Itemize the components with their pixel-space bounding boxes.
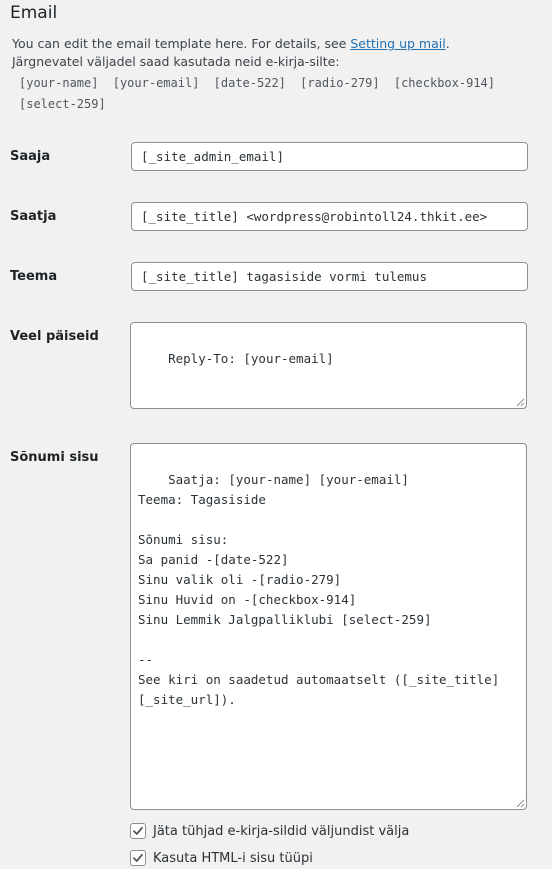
additional-headers-textarea[interactable]: Reply-To: [your-email] bbox=[130, 322, 527, 409]
resize-grip-icon[interactable] bbox=[516, 799, 525, 808]
mail-tag-list: [your-name] [your-email] [date-522] [rad… bbox=[19, 73, 519, 115]
use-html-option[interactable]: Kasuta HTML-i sisu tüüpi bbox=[130, 848, 313, 868]
exclude-blank-label: Jäta tühjad e-kirja-sildid väljundist vä… bbox=[153, 823, 410, 839]
mail-tag: [checkbox-914] bbox=[393, 76, 496, 90]
setting-up-mail-link[interactable]: Setting up mail bbox=[350, 36, 446, 51]
section-title: Email bbox=[10, 3, 58, 23]
message-body-label: Sõnumi sisu bbox=[10, 450, 99, 465]
additional-headers-label: Veel päiseid bbox=[10, 329, 99, 344]
recipient-label: Saaja bbox=[10, 149, 51, 164]
subject-label: Teema bbox=[10, 269, 58, 284]
sender-label: Saatja bbox=[10, 209, 57, 224]
mail-tag: [your-email] bbox=[112, 76, 200, 90]
resize-grip-icon[interactable] bbox=[516, 398, 525, 407]
exclude-blank-option[interactable]: Jäta tühjad e-kirja-sildid väljundist vä… bbox=[130, 821, 409, 841]
recipient-input[interactable]: [_site_admin_email] bbox=[131, 142, 528, 171]
checkmark-icon bbox=[133, 826, 143, 835]
description-text: You can edit the email template here. Fo… bbox=[12, 36, 351, 51]
checkmark-icon bbox=[133, 853, 143, 862]
exclude-blank-checkbox[interactable] bbox=[130, 823, 146, 839]
mail-tag: [your-name] bbox=[19, 76, 99, 90]
use-html-checkbox[interactable] bbox=[130, 850, 146, 866]
subject-input[interactable]: [_site_title] tagasiside vormi tulemus bbox=[131, 262, 528, 291]
sender-input[interactable]: [_site_title] <wordpress@robintoll24.thk… bbox=[131, 202, 528, 231]
section-description: You can edit the email template here. Fo… bbox=[12, 36, 450, 69]
mail-tags-intro: Järgnevatel väljadel saad kasutada neid … bbox=[12, 54, 340, 69]
mail-tag: [date-522] bbox=[213, 76, 286, 90]
mail-tag: [radio-279] bbox=[300, 76, 380, 90]
use-html-label: Kasuta HTML-i sisu tüüpi bbox=[153, 850, 313, 866]
message-body-textarea[interactable]: Saatja: [your-name] [your-email] Teema: … bbox=[130, 443, 527, 810]
mail-tag: [select-259] bbox=[19, 97, 106, 111]
